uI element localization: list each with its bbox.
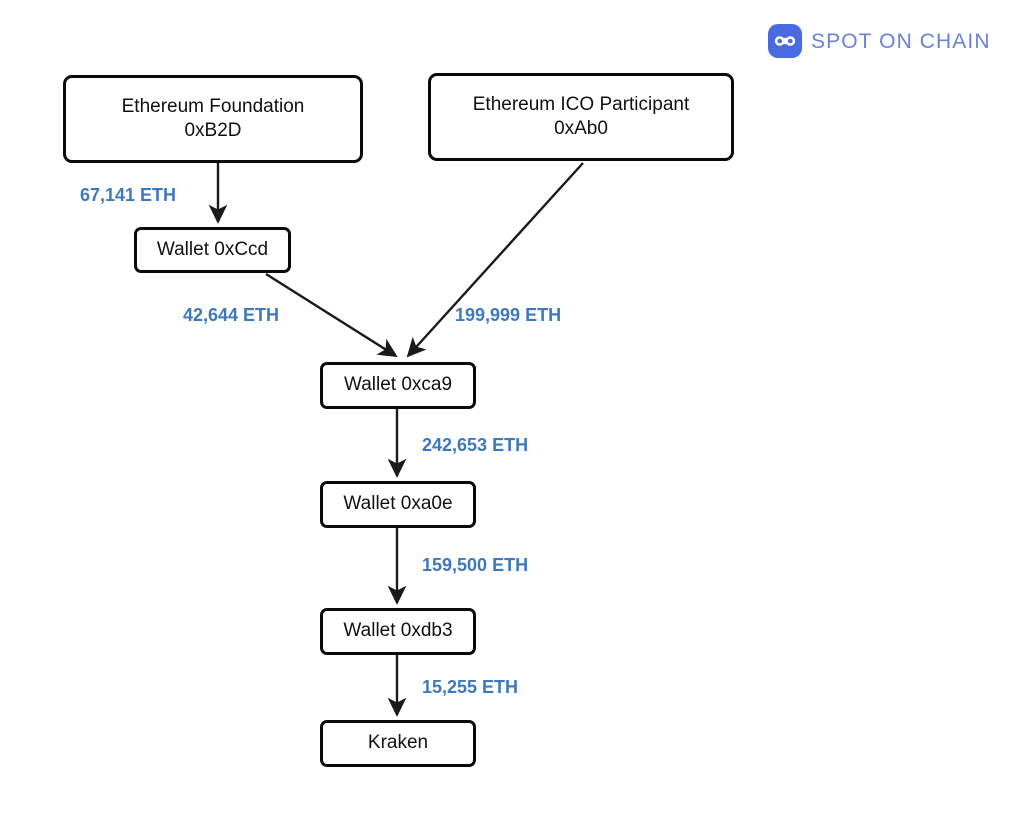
node-sublabel: 0xB2D: [184, 120, 242, 141]
node-wallet-0xca9[interactable]: Wallet 0xca9: [320, 362, 476, 409]
node-label: Wallet 0xca9: [343, 374, 453, 396]
edge-amount-ccd-to-ca9: 42,644 ETH: [183, 305, 280, 325]
node-label: Wallet 0xa0e: [343, 493, 453, 515]
node-label: Wallet 0xdb3: [343, 620, 453, 642]
node-label: Ethereum Foundation: [121, 95, 305, 117]
edge-amount-foundation-to-ccd: 67,141 ETH: [80, 185, 177, 205]
edge-amount-ico-to-ca9: 199,999 ETH: [455, 305, 562, 325]
node-label: Ethereum ICO Participant: [472, 93, 690, 115]
edge-ico-to-ca9: [406, 162, 584, 358]
node-label: Kraken: [367, 732, 429, 754]
node-ethereum-foundation[interactable]: Ethereum Foundation 0xB2D: [63, 75, 363, 163]
edge-ccd-to-ca9: [265, 272, 398, 358]
edge-amount-a0e-to-db3: 159,500 ETH: [422, 555, 529, 575]
node-wallet-0xa0e[interactable]: Wallet 0xa0e: [320, 481, 476, 528]
node-wallet-0xdb3[interactable]: Wallet 0xdb3: [320, 608, 476, 655]
edge-amount-ca9-to-a0e: 242,653 ETH: [422, 435, 529, 455]
node-sublabel: 0xAb0: [554, 118, 608, 139]
spot-on-chain-goggles-icon: [768, 24, 802, 58]
node-label: Wallet 0xCcd: [156, 238, 269, 260]
node-kraken[interactable]: Kraken: [320, 720, 476, 767]
brand-logo: SPOT ON CHAIN: [768, 24, 991, 58]
edge-amount-db3-to-kraken: 15,255 ETH: [422, 677, 519, 697]
node-ethereum-ico-participant[interactable]: Ethereum ICO Participant 0xAb0: [428, 73, 734, 161]
brand-wordmark: SPOT ON CHAIN: [811, 29, 991, 53]
node-wallet-0xccd[interactable]: Wallet 0xCcd: [134, 227, 291, 273]
